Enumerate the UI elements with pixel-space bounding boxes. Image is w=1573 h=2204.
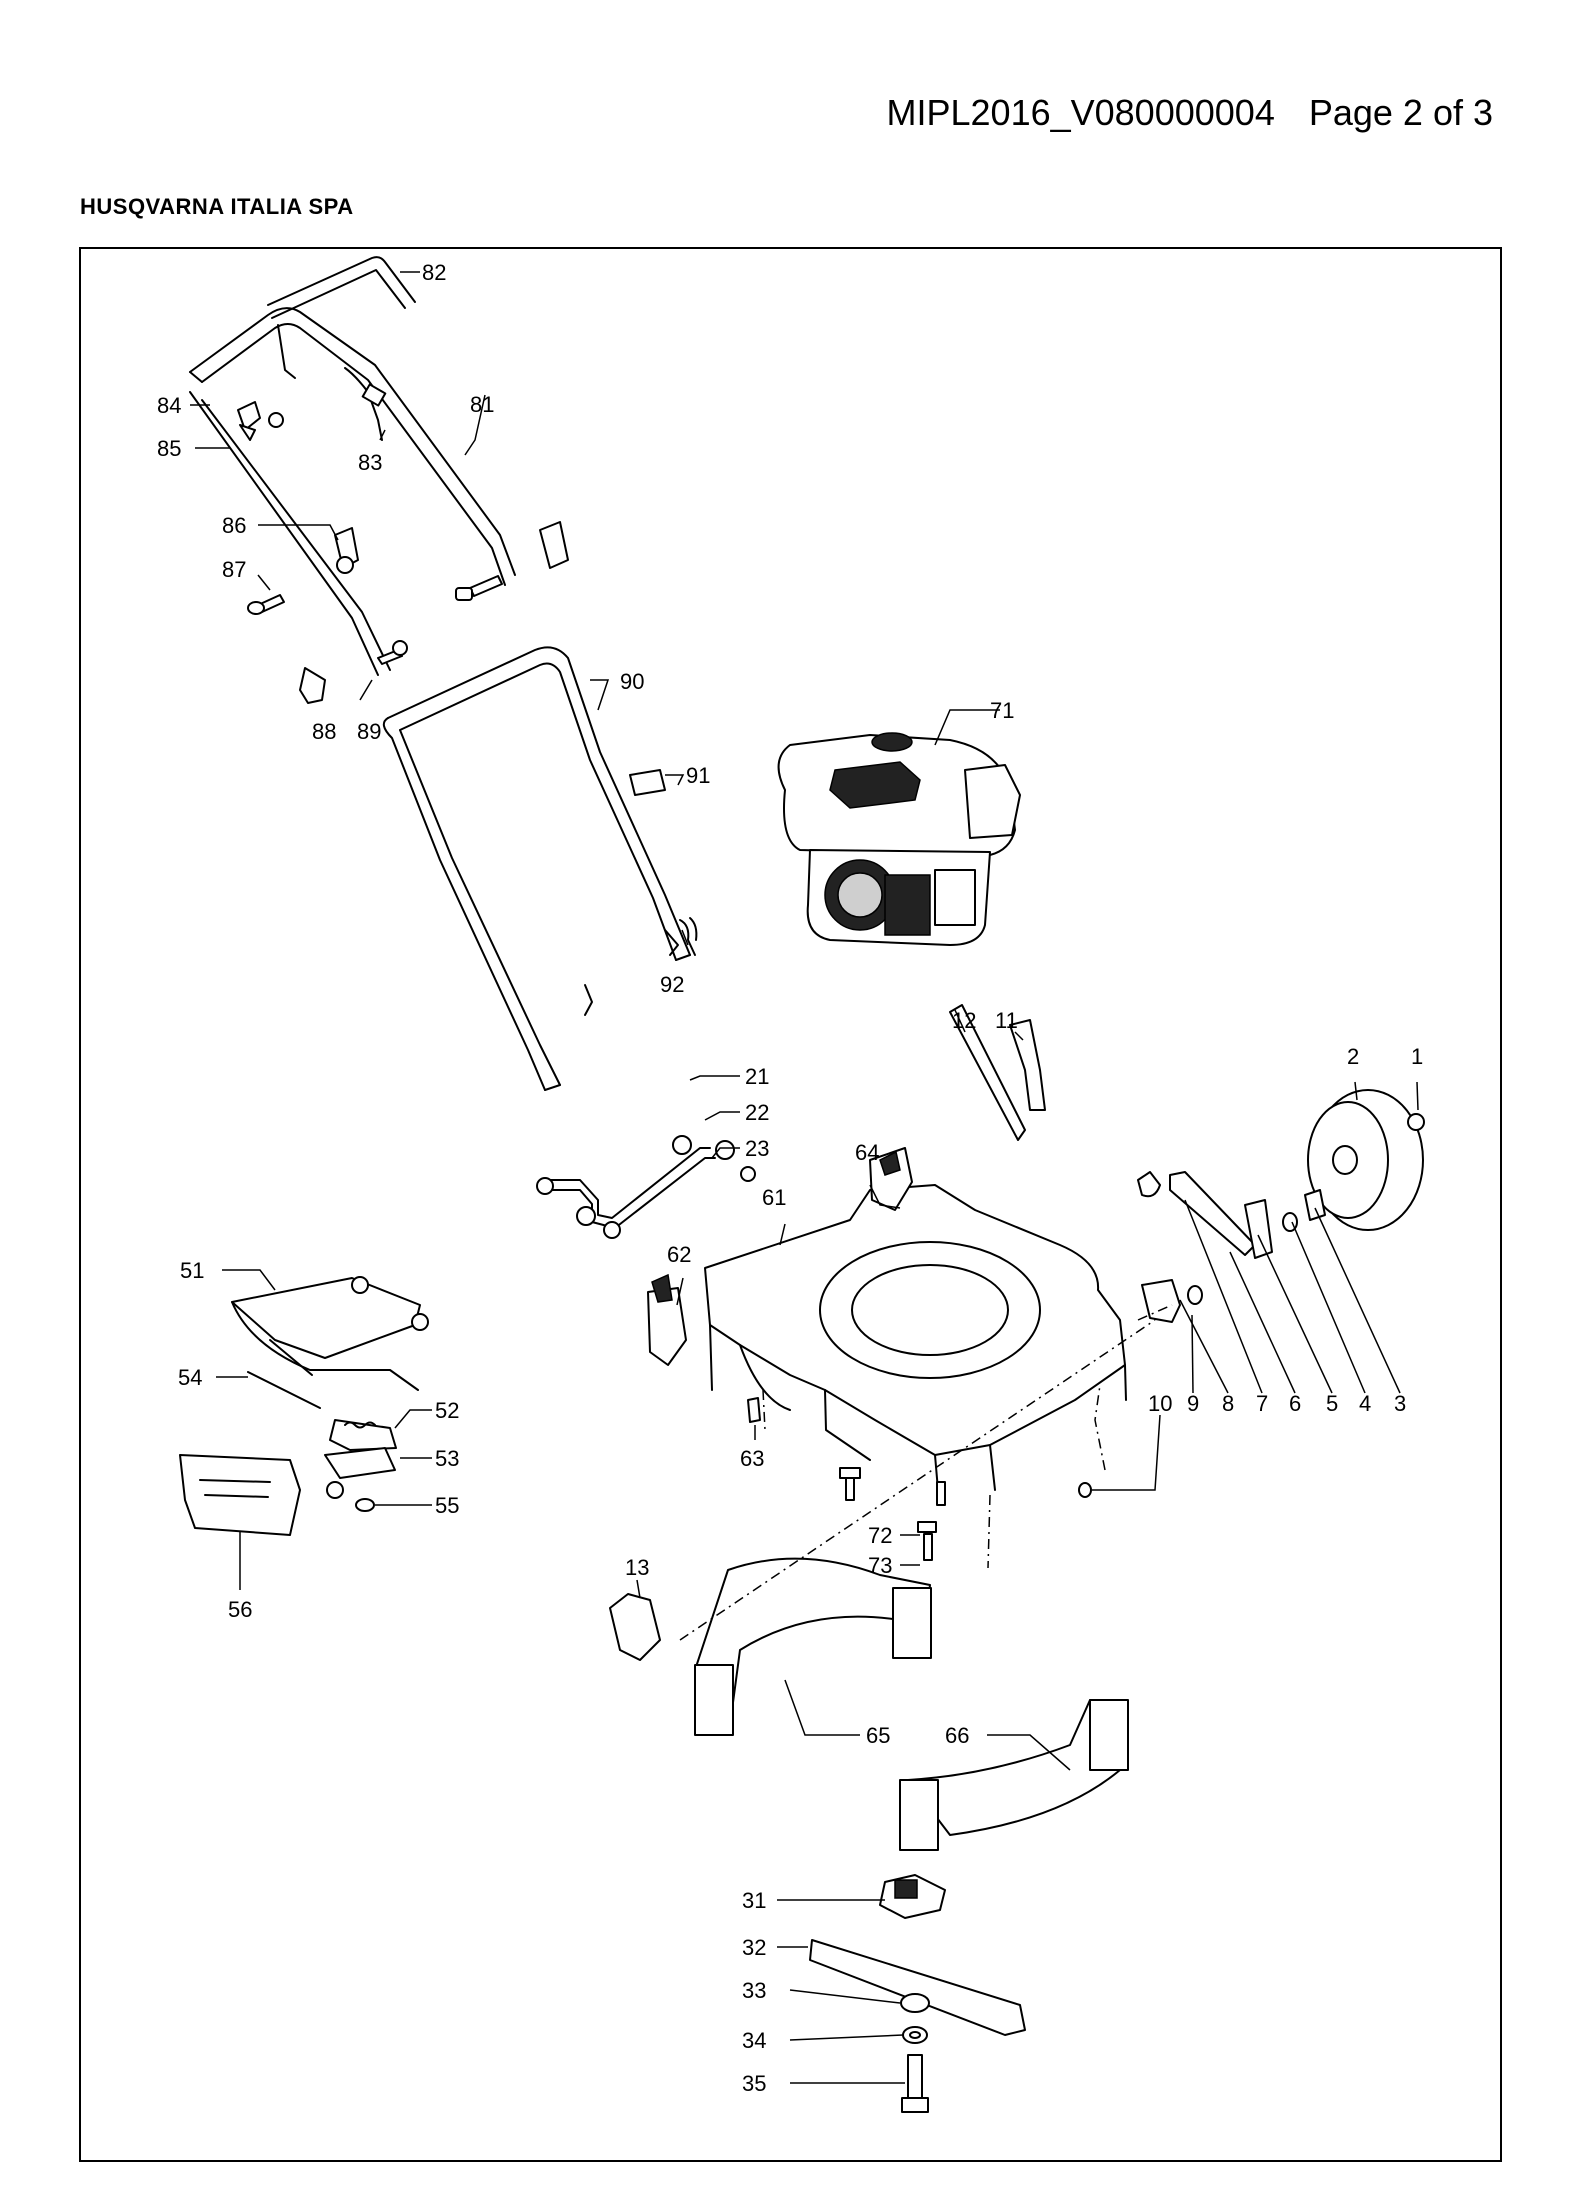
callout-88: 88: [312, 719, 336, 744]
height-adjuster-part: [609, 1147, 1181, 1661]
callout-labels: 82 81 84 85 83 86 87 88 89 90 91 92 71 1…: [157, 260, 1423, 2096]
callout-72: 72: [868, 1523, 892, 1548]
callout-81: 81: [470, 392, 494, 417]
callout-31: 31: [742, 1888, 766, 1913]
callout-22: 22: [745, 1100, 769, 1125]
callout-4: 4: [1359, 1391, 1371, 1416]
callout-82: 82: [422, 260, 446, 285]
handle-clip-part: [679, 917, 698, 956]
callout-12: 12: [952, 1008, 976, 1033]
page-header: MIPL2016_V080000004 Page 2 of 3: [887, 92, 1494, 134]
deflector-part: [179, 1454, 301, 1536]
callout-51: 51: [180, 1258, 204, 1283]
blade-assembly-part: [809, 1874, 1026, 2113]
callout-90: 90: [620, 669, 644, 694]
callout-53: 53: [435, 1446, 459, 1471]
callout-33: 33: [742, 1978, 766, 2003]
callout-35: 35: [742, 2071, 766, 2096]
diagram-frame: [79, 247, 1502, 2162]
lower-handle-part: [382, 646, 691, 1091]
callout-2: 2: [1347, 1044, 1359, 1069]
mulch-plug-front-part: [694, 1557, 932, 1736]
company-name: HUSQVARNA ITALIA SPA: [80, 194, 354, 219]
link-rod-part: [536, 1135, 756, 1239]
callout-62: 62: [667, 1242, 691, 1267]
engine-part: [777, 732, 1021, 946]
clip-parts: [237, 401, 284, 441]
rear-flap-part: [231, 1276, 429, 1391]
deck-bolts-part: [747, 1397, 946, 1561]
callout-8: 8: [1222, 1391, 1234, 1416]
callout-34: 34: [742, 2028, 766, 2053]
callout-56: 56: [228, 1597, 252, 1622]
callout-7: 7: [1256, 1391, 1268, 1416]
callout-52: 52: [435, 1398, 459, 1423]
upper-handle-part: [189, 307, 516, 676]
callout-9: 9: [1187, 1391, 1199, 1416]
callout-64: 64: [855, 1140, 879, 1165]
axle-hardware-part: [1078, 1171, 1326, 1498]
callout-10: 10: [1148, 1391, 1172, 1416]
callout-83: 83: [358, 450, 382, 475]
assembly-centerlines: [679, 1304, 1173, 1641]
callout-54: 54: [178, 1365, 202, 1390]
callout-87: 87: [222, 557, 246, 582]
leader-lines: [190, 271, 1419, 2084]
callout-61: 61: [762, 1185, 786, 1210]
callout-73: 73: [868, 1553, 892, 1578]
callout-3: 3: [1394, 1391, 1406, 1416]
callout-23: 23: [745, 1136, 769, 1161]
callout-63: 63: [740, 1446, 764, 1471]
height-lever-part: [949, 1004, 1046, 1141]
document-id: MIPL2016_V080000004: [886, 92, 1275, 133]
callout-6: 6: [1289, 1391, 1301, 1416]
knob-bolt-parts: [247, 521, 569, 704]
callout-92: 92: [660, 972, 684, 997]
callout-89: 89: [357, 719, 381, 744]
bail-lever-part: [267, 256, 416, 379]
callout-84: 84: [157, 393, 181, 418]
cable-part: [344, 367, 387, 441]
wheel-part: [1307, 1089, 1425, 1231]
callout-5: 5: [1326, 1391, 1338, 1416]
callout-65: 65: [866, 1723, 890, 1748]
callout-21: 21: [745, 1064, 769, 1089]
deck-part: [704, 1184, 1127, 1491]
flap-hinge-part: [247, 1371, 397, 1512]
callout-71: 71: [990, 698, 1014, 723]
callout-55: 55: [435, 1493, 459, 1518]
callout-11: 11: [995, 1008, 1018, 1033]
callout-32: 32: [742, 1935, 766, 1960]
page-label: Page 2 of 3: [1308, 92, 1493, 133]
callout-91: 91: [686, 763, 710, 788]
callout-86: 86: [222, 513, 246, 538]
mulch-plug-rear-part: [899, 1699, 1129, 1851]
callout-66: 66: [945, 1723, 969, 1748]
callout-1: 1: [1411, 1044, 1423, 1069]
callout-85: 85: [157, 436, 181, 461]
callout-13: 13: [625, 1555, 649, 1580]
